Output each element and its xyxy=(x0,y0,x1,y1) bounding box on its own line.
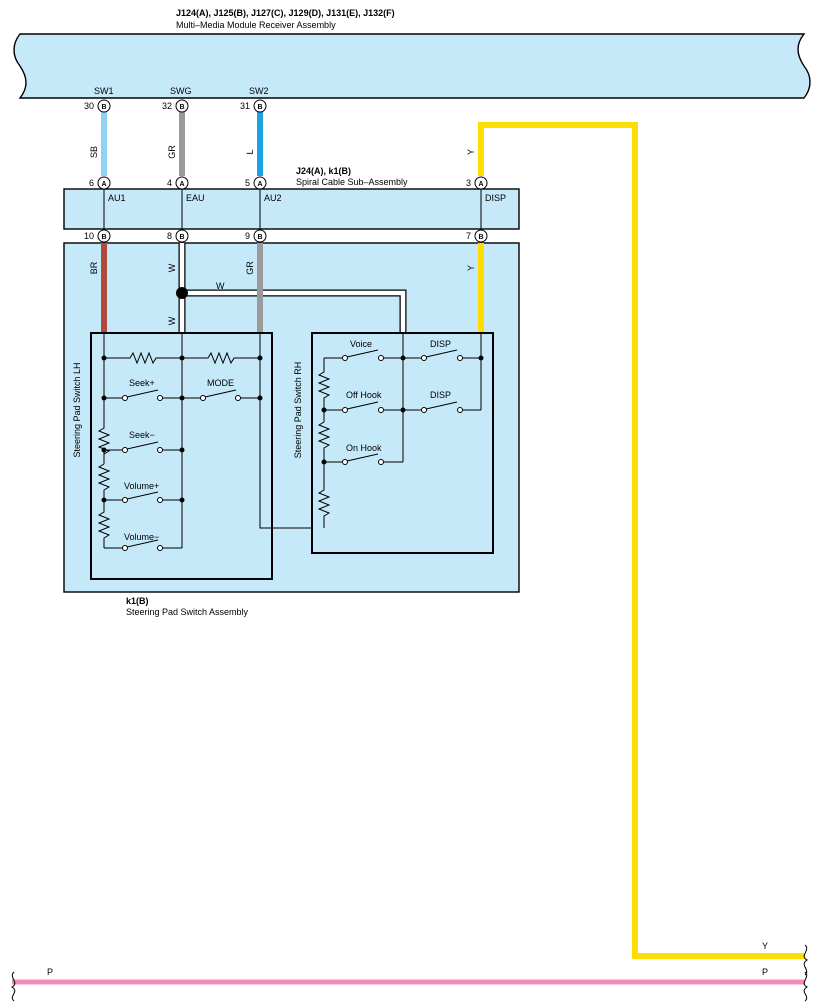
connector-circle xyxy=(175,229,189,243)
spiral-connector-list: J24(A), k1(B) xyxy=(296,166,351,176)
assembly-connector: k1(B) xyxy=(126,596,149,606)
spiral-name: Spiral Cable Sub–Assembly xyxy=(296,177,408,187)
switch-volume-plus: Volume+ xyxy=(124,481,159,491)
wire-label-w-branch: W xyxy=(216,281,225,291)
pin-number: 4 xyxy=(167,178,172,188)
continuation-bracket-left xyxy=(10,971,16,1002)
receiver-assembly-box xyxy=(13,33,811,99)
conn-letter: A xyxy=(478,181,483,188)
switch-rh-circuit: Voice DISP Off Hook DISP xyxy=(317,333,484,528)
pin-number: 9 xyxy=(245,231,250,241)
assembly-name: Steering Pad Switch Assembly xyxy=(126,607,249,617)
receiver-name: Multi–Media Module Receiver Assembly xyxy=(176,20,336,30)
wire-label-p-right: P xyxy=(762,967,768,977)
wire-label-w-upper: W xyxy=(167,263,177,272)
connector-circle xyxy=(253,229,267,243)
wire-label-w-lower: W xyxy=(167,316,177,325)
continuation-bracket-right-upper xyxy=(803,944,809,976)
wire-label-sb: SB xyxy=(89,146,99,158)
spiral-term-au2: AU2 xyxy=(264,193,282,203)
spiral-term-eau: EAU xyxy=(186,193,205,203)
conn-letter: A xyxy=(101,181,106,188)
conn-letter: B xyxy=(101,234,106,241)
connector-circle xyxy=(175,99,189,113)
spiral-bottom-pins: B 10 B 8 B 9 B 7 xyxy=(84,229,488,243)
splice-point xyxy=(176,287,188,299)
term-label-swg: SWG xyxy=(170,86,192,96)
pin-number: 3 xyxy=(466,178,471,188)
switch-off-hook: Off Hook xyxy=(346,390,382,400)
term-label-sw2: SW2 xyxy=(249,86,269,96)
receiver-terminals: SW1 SWG SW2 B 30 B 32 B 31 xyxy=(84,86,269,113)
pin-number: 32 xyxy=(162,101,172,111)
connector-circle xyxy=(474,229,488,243)
wire-label-l: L xyxy=(245,149,255,154)
conn-letter: B xyxy=(478,234,483,241)
pin-number: 10 xyxy=(84,231,94,241)
term-label-sw1: SW1 xyxy=(94,86,114,96)
receiver-connector-list: J124(A), J125(B), J127(C), J129(D), J131… xyxy=(176,8,395,18)
switch-voice: Voice xyxy=(350,339,372,349)
pin-number: 8 xyxy=(167,231,172,241)
switch-on-hook: On Hook xyxy=(346,443,382,453)
wire-label-y-top: Y xyxy=(466,149,476,155)
conn-letter: A xyxy=(257,181,262,188)
pin-number: 7 xyxy=(466,231,471,241)
conn-letter: B xyxy=(257,234,262,241)
switch-disp-1: DISP xyxy=(430,339,451,349)
connector-circle xyxy=(97,99,111,113)
conn-letter: B xyxy=(101,104,106,111)
conn-letter: A xyxy=(179,181,184,188)
switch-mode: MODE xyxy=(207,378,234,388)
switch-seek-minus: Seek− xyxy=(129,430,155,440)
pin-number: 6 xyxy=(89,178,94,188)
pin-number: 5 xyxy=(245,178,250,188)
wire-label-br: BR xyxy=(89,261,99,274)
wire-w-branch xyxy=(182,289,407,333)
wire-label-y-mid: Y xyxy=(466,265,476,271)
wire-label-gr-lower: GR xyxy=(245,261,255,275)
spiral-term-au1: AU1 xyxy=(108,193,126,203)
conn-letter: B xyxy=(179,234,184,241)
conn-letter: B xyxy=(179,104,184,111)
spiral-terminals: AU1 EAU AU2 DISP xyxy=(103,189,506,229)
spiral-cable-box xyxy=(63,188,520,230)
pin-number: 31 xyxy=(240,101,250,111)
wire-label-p-left: P xyxy=(47,967,53,977)
continuation-bracket-right-lower xyxy=(803,971,809,1002)
spiral-top-pins: A 6 A 4 A 5 A 3 xyxy=(89,176,488,190)
switch-rh-label: Steering Pad Switch RH xyxy=(293,362,303,459)
pin-number: 30 xyxy=(84,101,94,111)
switch-seek-plus: Seek+ xyxy=(129,378,155,388)
wire-label-y-right: Y xyxy=(762,941,768,951)
wire-label-gr-upper: GR xyxy=(167,145,177,159)
connector-circle xyxy=(97,229,111,243)
conn-letter: B xyxy=(257,104,262,111)
switch-volume-minus: Volume− xyxy=(124,532,159,542)
switch-lh-label: Steering Pad Switch LH xyxy=(72,362,82,457)
switch-disp-2: DISP xyxy=(430,390,451,400)
wire-y-disp-loop xyxy=(478,122,805,959)
connector-circle xyxy=(253,99,267,113)
spiral-term-disp: DISP xyxy=(485,193,506,203)
switch-lh-circuit: Seek+ MODE Seek− Volume+ xyxy=(97,333,323,551)
